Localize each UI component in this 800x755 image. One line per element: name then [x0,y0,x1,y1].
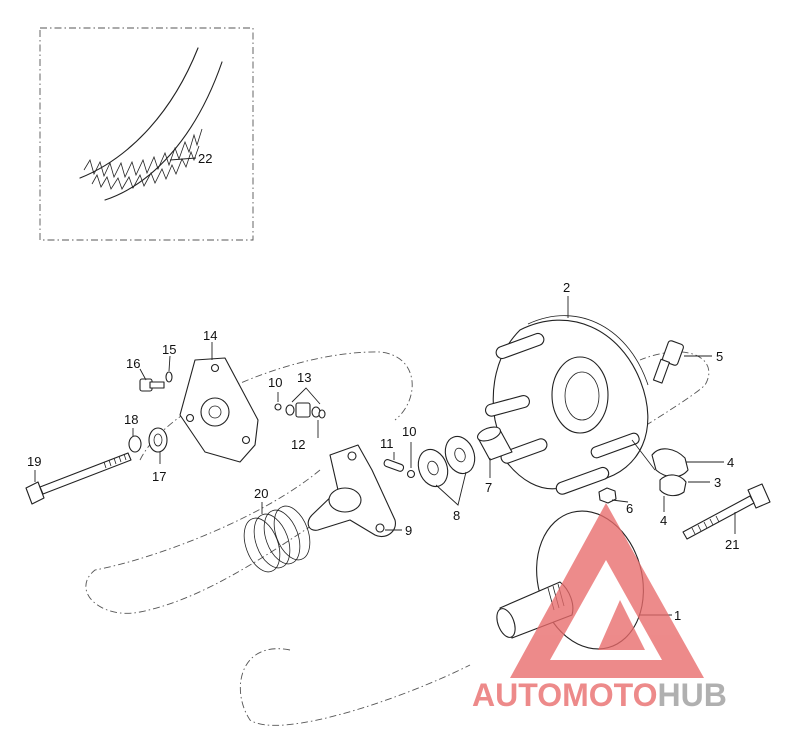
triangle-logo-icon [510,503,704,678]
leader-13 [291,387,321,405]
svg-text:AUTOMOTOHUB: AUTOMOTOHUB [472,677,727,713]
callout-7: 7 [485,480,492,495]
callout-5: 5 [716,349,723,364]
callout-6: 6 [626,501,633,516]
leader-15 [168,355,171,372]
leader-6 [611,499,629,503]
callout-10b: 10 [402,424,416,439]
pulley-housing-part [484,315,649,495]
callout-17: 17 [152,469,166,484]
belt-path-outline [85,351,413,614]
callout-8: 8 [453,508,460,523]
watermark: AUTOMOTOHUB [472,503,727,713]
callout-1: 1 [674,608,681,623]
washer-part-15 [165,371,173,383]
callout-4a: 4 [727,455,734,470]
drive-belt-part [79,47,223,201]
nut-part-17 [148,427,168,453]
watermark-moto: MOTO [562,677,657,713]
inset-frame [39,27,254,241]
callout-10a: 10 [268,375,282,390]
watermark-hub: HUB [657,677,726,713]
roller-part-13 [285,402,326,419]
callout-4b: 4 [660,513,667,528]
slider-parts-3-4 [631,439,689,497]
spider-part-9 [307,444,396,538]
pin-part-11 [383,459,405,472]
callout-14: 14 [203,328,217,343]
washer-part-18 [128,435,142,453]
callout-21: 21 [725,537,739,552]
callout-3: 3 [714,475,721,490]
callout-18: 18 [124,412,138,427]
cover-plate-part-14 [179,357,259,463]
callout-16: 16 [126,356,140,371]
leader-8 [435,471,467,506]
callout-19: 19 [27,454,41,469]
callout-9: 9 [405,523,412,538]
leader-16 [139,368,147,381]
callout-2: 2 [563,280,570,295]
spring-part-20 [243,505,311,573]
callout-15: 15 [162,342,176,357]
leader-22 [169,157,197,161]
washers-part-8 [417,435,476,488]
pin-part-10a [274,403,282,411]
callout-20: 20 [254,486,268,501]
watermark-auto: AUTO [472,677,562,713]
long-bolt-part-19 [25,452,132,505]
bolt-part-5 [652,340,684,384]
callout-12: 12 [291,437,305,452]
callout-11: 11 [380,436,394,451]
nut-part-6 [598,487,617,504]
callout-22: 22 [198,151,212,166]
bolt-part-16 [139,378,165,392]
pin-part-10b [406,469,416,479]
bushing-part-7 [476,426,513,461]
bolt-part-21 [682,483,771,540]
inset-belt-detail: 22 [39,27,254,241]
callout-13: 13 [297,370,311,385]
